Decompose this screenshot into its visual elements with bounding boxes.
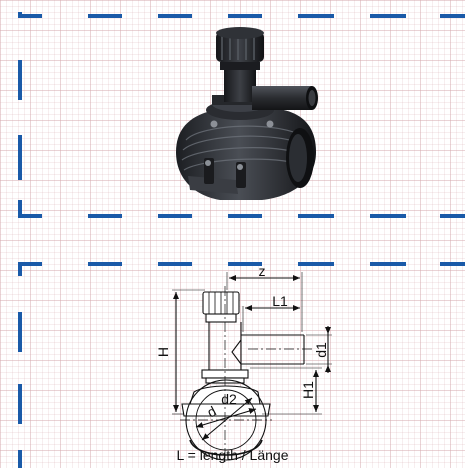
product-photo [176,27,318,200]
label-l1: L1 [272,293,288,309]
top-frame [18,12,465,218]
label-d1: d1 [313,342,329,358]
label-h1: H1 [300,381,316,399]
length-caption: L = length / Länge [176,447,289,463]
label-h: H [155,347,171,357]
label-z: z [259,263,266,279]
bottom-frame [18,262,465,468]
technical-drawing [172,272,332,462]
label-d2: d2 [221,391,237,407]
